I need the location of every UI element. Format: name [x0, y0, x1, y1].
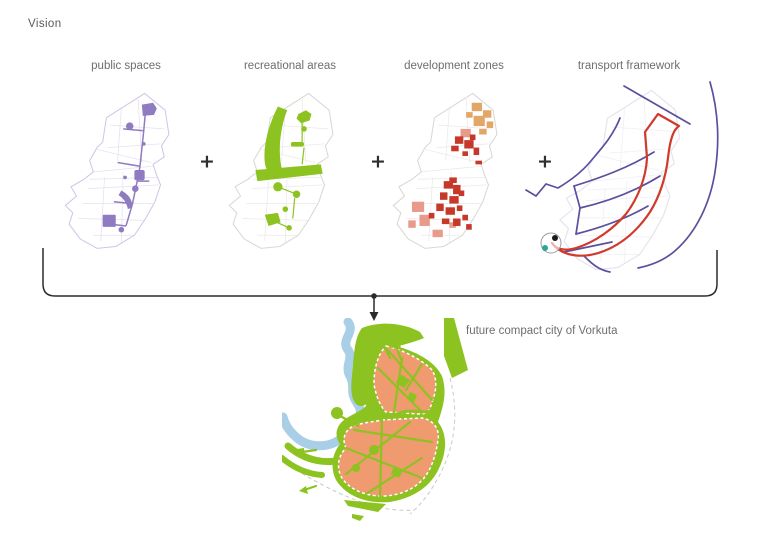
green-road-arrows: [297, 335, 401, 494]
page-title: Vision: [28, 18, 62, 30]
transport-framework-map: [525, 81, 719, 273]
green-roads: [300, 340, 434, 498]
recreational-areas-map: [220, 84, 360, 269]
green-creek-divide: [361, 408, 435, 417]
lollipop-marker: [331, 407, 343, 419]
zones-salmon: [408, 128, 471, 238]
public-space-nodes: [102, 102, 157, 233]
result-label: future compact city of Vorkuta: [466, 325, 618, 337]
poi-dot-black: [552, 235, 558, 241]
zones-red: [428, 134, 482, 230]
label-transport-framework: transport framework: [577, 60, 681, 72]
arrow-down-icon: [369, 293, 379, 321]
poi-dot-teal: [542, 245, 548, 251]
merge-bracket: [42, 248, 718, 321]
public-spaces-map: [56, 84, 196, 269]
green-areas: [255, 106, 323, 231]
plus-icon: +: [537, 150, 553, 173]
poi-marker: [540, 232, 562, 254]
plus-icon: +: [370, 150, 386, 173]
green-links: [272, 119, 305, 229]
inner-green-patches: [352, 374, 417, 478]
red-transit-loop: [550, 112, 681, 257]
label-public-spaces: public spaces: [91, 60, 161, 72]
development-zones-map: [384, 84, 524, 269]
label-development-zones: development zones: [404, 60, 504, 72]
zones-tan: [466, 102, 494, 135]
plus-icon: +: [199, 150, 215, 173]
label-recreational-areas: recreational areas: [243, 60, 337, 72]
road-network: [525, 81, 719, 273]
vorkuta-master-plan-map: [282, 318, 468, 521]
bracket-line: [42, 248, 718, 297]
